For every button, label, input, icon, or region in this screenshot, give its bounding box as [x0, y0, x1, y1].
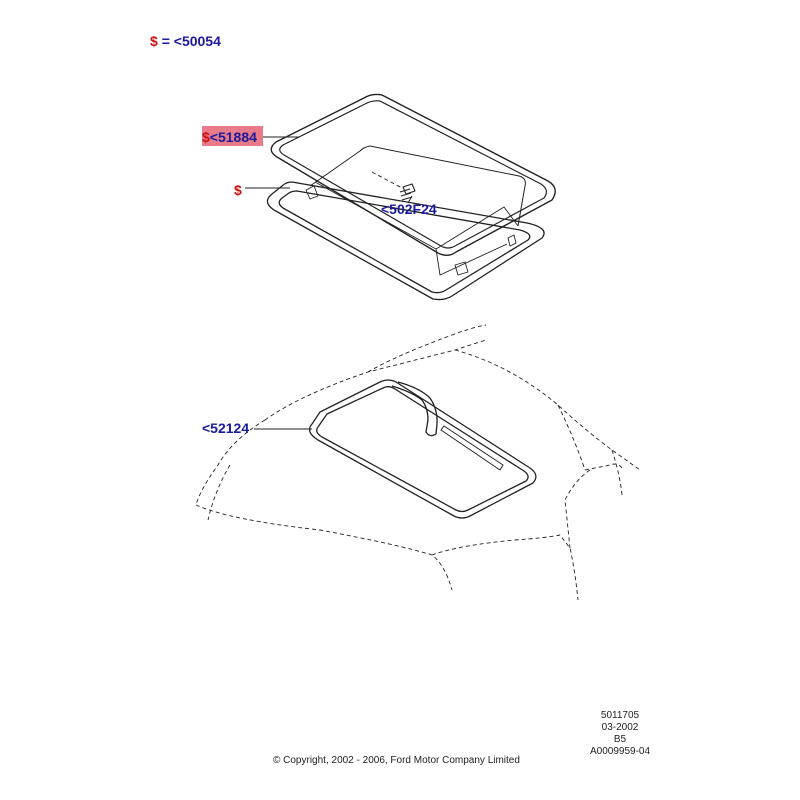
vehicle-roof-outline	[195, 324, 641, 601]
legend-equals: =	[161, 33, 170, 49]
callout-roof-seal-part[interactable]: <52124	[202, 420, 250, 436]
callout-glass-panel-symbol: $	[234, 182, 242, 198]
screw-part	[371, 171, 416, 201]
roof-opening-seal	[308, 379, 537, 519]
callout-screw-part[interactable]: <502F24	[381, 201, 437, 217]
info-line-3: B5	[613, 734, 627, 745]
info-line-2: 03-2002	[601, 722, 639, 733]
callout-screw[interactable]: <502F24	[381, 201, 437, 217]
copyright-notice: © Copyright, 2002 - 2006, Ford Motor Com…	[273, 755, 520, 766]
callout-seal-outer-symbol: $	[202, 129, 210, 145]
info-line-1: 5011705	[600, 710, 640, 721]
callout-glass-panel[interactable]: $	[234, 182, 242, 198]
legend-part-number[interactable]: <50054	[173, 33, 221, 49]
legend: $ = <50054	[150, 33, 221, 49]
diagram-info: 5011705 03-2002 B5 A0009959-04	[585, 710, 655, 758]
callout-roof-seal[interactable]: <52124	[202, 420, 249, 436]
callout-highlight	[202, 126, 263, 146]
legend-symbol: $	[150, 33, 158, 49]
sunroof-seal-frame	[270, 93, 556, 256]
info-line-4: A0009959-04	[589, 746, 651, 757]
callout-seal-outer[interactable]: $<51884	[202, 129, 257, 145]
callout-seal-outer-part[interactable]: <51884	[209, 129, 257, 145]
